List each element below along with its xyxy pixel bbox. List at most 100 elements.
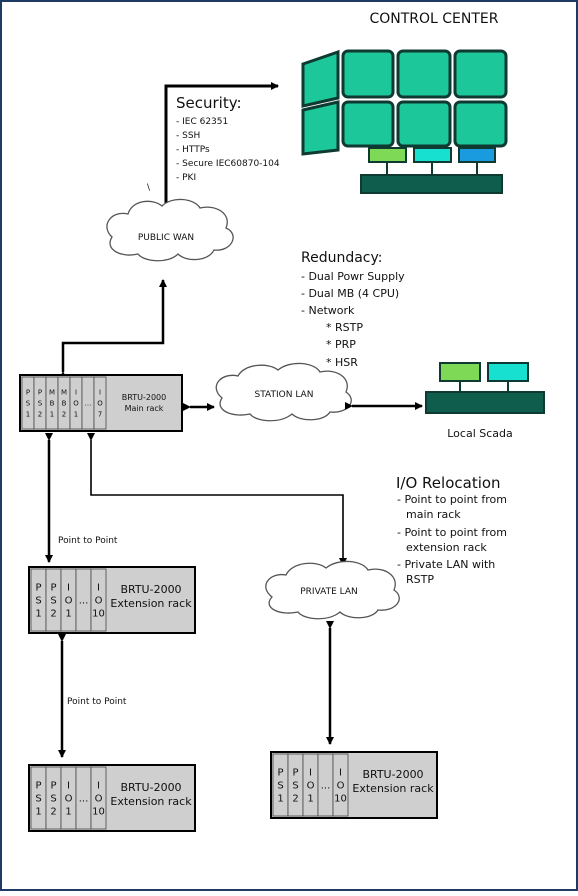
- redundancy-item: - Network: [301, 304, 355, 317]
- extension-rack-1-slot-label: P: [50, 583, 56, 594]
- extension-rack-3-slot-label: 1: [277, 794, 283, 805]
- main-rack-slot-label: B: [62, 399, 67, 407]
- extension-rack-2-slot: [90, 766, 107, 830]
- extension-rack-3-slot-label: I: [339, 768, 342, 779]
- security-item: - SSH: [176, 131, 200, 141]
- main-rack-slot-label: P: [26, 388, 30, 396]
- extension-rack-1-slot-label: ...: [79, 596, 89, 607]
- extension-rack-1-slot: [90, 568, 107, 632]
- io-relocation-item: - Point to point from: [397, 526, 507, 539]
- main-rack-slot-label: 1: [50, 410, 54, 418]
- extension-rack-3-slot-label: I: [309, 768, 312, 779]
- extension-rack-1-slot-label: P: [35, 583, 41, 594]
- extension-rack-2-slot-label: S: [50, 794, 56, 805]
- extension-rack-3-slot-label: S: [277, 781, 283, 792]
- io-relocation-item: - Private LAN with: [397, 558, 495, 571]
- extension-rack-2-slot-label: O: [95, 794, 103, 805]
- control-center-workstation-icon: [360, 147, 503, 194]
- point-to-point-label: Point to Point: [58, 536, 118, 546]
- extension-rack-1-slot-label: I: [67, 583, 70, 594]
- extension-rack-2-slot-label: O: [65, 794, 73, 805]
- public-wan-label: PUBLIC WAN: [138, 233, 194, 243]
- wan-to-main-rack-link: [59, 279, 167, 379]
- main-rack-slot: [93, 376, 107, 430]
- station-lan-cloud: [215, 362, 352, 422]
- main-rack-to-private-lan-link: [87, 433, 347, 566]
- extension-rack-2-slot-label: I: [97, 781, 100, 792]
- local-scada-workstation-icon: [425, 362, 545, 414]
- extension-rack-1-title: BRTU-2000: [120, 583, 181, 596]
- extension-rack-3-slot: [332, 753, 349, 817]
- redundancy-item: * HSR: [326, 356, 358, 369]
- extension-rack-1-slot-label: O: [95, 596, 103, 607]
- extension-rack-2-slot-label: 1: [65, 807, 71, 818]
- extension-rack-2-slot-label: I: [67, 781, 70, 792]
- extension-rack-3-title: BRTU-2000: [362, 768, 423, 781]
- security-item: - PKI: [176, 173, 196, 183]
- extension-rack-1-slot-label: S: [35, 596, 41, 607]
- extension-rack-2-title: BRTU-2000: [120, 781, 181, 794]
- security-item: - IEC 62351: [176, 117, 228, 127]
- local-scada-label: Local Scada: [447, 427, 513, 440]
- main-rack-title: BRTU-2000: [122, 393, 166, 402]
- extension-rack-3-slot-label: ...: [321, 781, 331, 792]
- extension-rack-1-slot-label: 1: [35, 609, 41, 620]
- main-rack-slot-label: 7: [98, 410, 102, 418]
- extension-rack-2-slot-label: 10: [92, 807, 105, 818]
- extension-rack-1-slot-label: 1: [65, 609, 71, 620]
- main-rack-slot-label: 1: [26, 410, 30, 418]
- main-rack-subtitle: Main rack: [125, 404, 164, 413]
- main-rack-slot-label: 2: [38, 410, 42, 418]
- main-rack-slot-label: O: [73, 399, 79, 407]
- io-relocation-item: - Point to point from: [397, 493, 507, 506]
- redundancy-item: * RSTP: [326, 321, 363, 334]
- extension-rack-3-slot-label: 1: [307, 794, 313, 805]
- extension-rack-2-slot-label: P: [35, 781, 41, 792]
- extension-rack-1-slot-label: O: [65, 596, 73, 607]
- redundancy-title: Redundacy:: [301, 250, 383, 266]
- private-lan-label: PRIVATE LAN: [300, 587, 358, 597]
- io-relocation-item: main rack: [406, 508, 461, 521]
- io-relocation-item: RSTP: [406, 573, 434, 586]
- stray-mark: \: [147, 183, 151, 193]
- extension-rack-3-slot-label: O: [337, 781, 345, 792]
- wan-to-control-center-link: [162, 82, 279, 219]
- security-item: - HTTPs: [176, 145, 210, 155]
- main-rack-slot-label: P: [38, 388, 42, 396]
- extension-rack-2-slot-label: P: [50, 781, 56, 792]
- extension-rack-1-subtitle: Extension rack: [110, 597, 192, 610]
- security-item: - Secure IEC60870-104: [176, 159, 280, 169]
- redundancy-item: - Dual Powr Supply: [301, 270, 405, 283]
- main-rack-slot-label: ...: [85, 399, 92, 407]
- public-wan-cloud: [106, 198, 234, 262]
- extension-rack-2-slot-label: 1: [35, 807, 41, 818]
- main-rack-slot-label: I: [99, 388, 101, 396]
- extension-rack-1-slot-label: I: [97, 583, 100, 594]
- extension-rack-2-subtitle: Extension rack: [110, 795, 192, 808]
- point-to-point-label: Point to Point: [67, 697, 127, 707]
- extension-rack-1-slot-label: 10: [92, 609, 105, 620]
- main-rack-slot-label: M: [61, 388, 67, 396]
- main-rack-slot-label: O: [97, 399, 103, 407]
- io-relocation-title: I/O Relocation: [396, 474, 501, 492]
- extension-rack-1-slot-label: 2: [50, 609, 56, 620]
- main-rack-slot-label: 2: [62, 410, 66, 418]
- security-title: Security:: [176, 94, 242, 112]
- extension-rack-3-slot-label: 10: [334, 794, 347, 805]
- redundancy-item: - Dual MB (4 CPU): [301, 287, 399, 300]
- extension-rack-2-slot-label: 2: [50, 807, 56, 818]
- main-rack-slot-label: S: [38, 399, 43, 407]
- extension-rack-3-slot-label: O: [307, 781, 315, 792]
- extension-rack-3-subtitle: Extension rack: [352, 782, 434, 795]
- io-relocation-item: extension rack: [406, 541, 487, 554]
- private-lan-cloud: [265, 560, 400, 620]
